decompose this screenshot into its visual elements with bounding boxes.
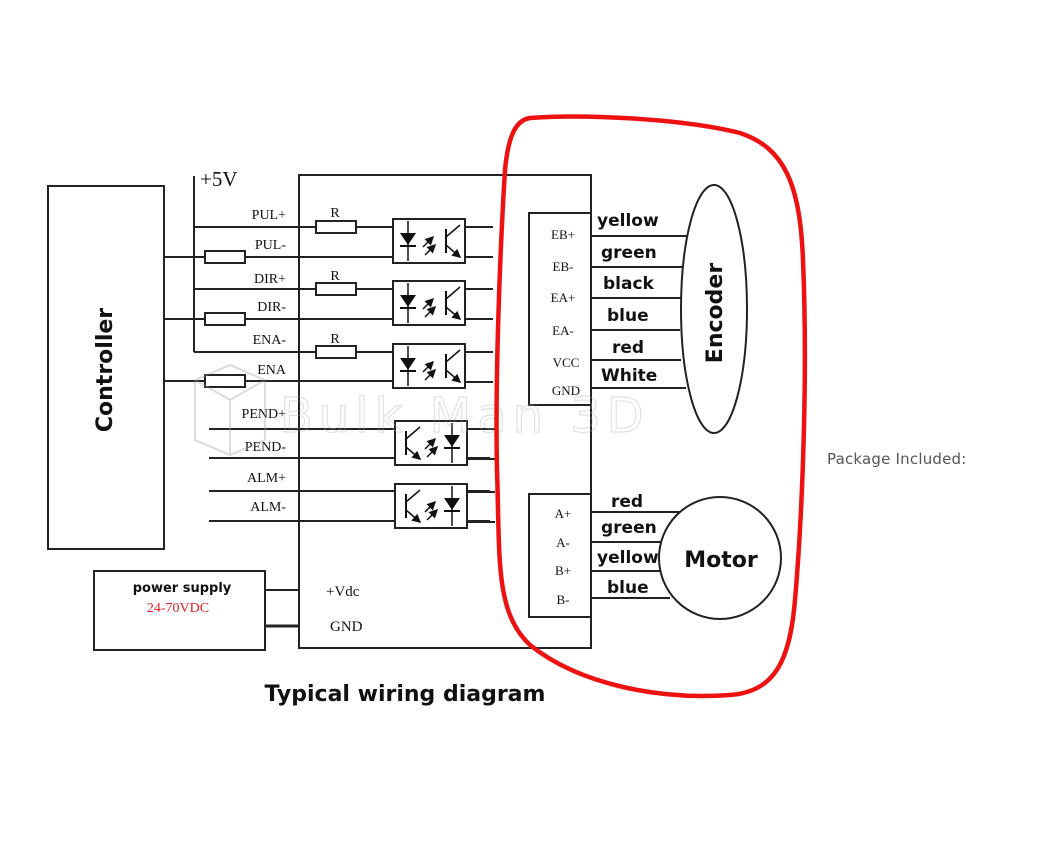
encoder-pin: VCC [553, 355, 580, 370]
encoder-pin: EB- [553, 259, 574, 274]
terminal-vdc: +Vdc [326, 584, 360, 600]
watermark-text: Bulk Man 3D [280, 388, 650, 444]
signal-label-alm-plus: ALM+ [247, 471, 286, 486]
signal-label-ena: ENA [257, 363, 287, 378]
resistor-label: R [330, 269, 340, 284]
power-supply-block: power supply 24-70VDC +Vdc GND [93, 570, 363, 651]
driver-block [298, 174, 592, 649]
motor-pin: B- [557, 592, 570, 607]
encoder-body [680, 184, 748, 434]
encoder-wire-color: red [612, 338, 644, 358]
package-included-label: Package Included: [827, 450, 967, 468]
signal-label-pul-plus: PUL+ [252, 208, 286, 223]
terminal-gnd: GND [330, 619, 363, 635]
motor-pin: A+ [555, 506, 572, 521]
encoder-wire-color: White [601, 366, 657, 386]
signal-label-pend-minus: PEND- [245, 440, 287, 455]
motor-pin: A- [556, 535, 570, 550]
resistor-label: R [330, 206, 340, 221]
encoder-wire-color: yellow [597, 211, 659, 231]
plus5v-rail: +5V [193, 167, 238, 352]
encoder-pin: EA- [552, 323, 574, 338]
motor-wire-color: green [601, 518, 657, 538]
motor-wire-color: yellow [597, 548, 659, 568]
encoder-pin: EA+ [551, 290, 576, 305]
resistor-label: R [330, 332, 340, 347]
optocoupler-icon [392, 280, 493, 326]
input-signals [164, 220, 398, 388]
watermark: Bulk Man 3D [194, 363, 650, 457]
motor-wire-color: blue [607, 578, 649, 598]
optocoupler-icon [392, 343, 493, 389]
diagram-title: Typical wiring diagram [265, 682, 546, 707]
optocoupler-outputs [394, 420, 495, 529]
encoder-connector: EB+ EB- EA+ EA- VCC GND yellow green bla… [528, 184, 748, 434]
encoder-wire-color: blue [607, 306, 649, 326]
encoder-pin: EB+ [551, 227, 575, 242]
encoder-label: Encoder [703, 263, 728, 364]
motor-label: Motor [684, 548, 758, 573]
encoder-pin: GND [552, 383, 580, 398]
optocoupler-icon [394, 420, 495, 466]
motor-connector: A+ A- B+ B- red green yellow blue Motor [528, 492, 782, 620]
optocoupler-icon [392, 218, 493, 264]
optocoupler-icon [394, 483, 495, 529]
encoder-wire-color: black [603, 274, 655, 294]
power-supply-rating: 24-70VDC [147, 601, 209, 616]
motor-wire-color: red [611, 492, 643, 512]
signal-label-pend-plus: PEND+ [242, 407, 287, 422]
signal-label-alm-minus: ALM- [250, 500, 286, 515]
encoder-wire-color: green [601, 243, 657, 263]
motor-body [658, 496, 782, 620]
signal-label-pul-minus: PUL- [255, 238, 286, 253]
controller-block: Controller [47, 185, 165, 550]
signal-label-dir-minus: DIR- [257, 300, 286, 315]
motor-pin: B+ [555, 563, 571, 578]
optocoupler-inputs [392, 218, 493, 389]
plus5v-label: +5V [200, 167, 238, 191]
signal-label-dir-plus: DIR+ [254, 272, 286, 287]
power-supply-label: power supply [133, 581, 232, 596]
signal-label-ena-minus: ENA- [253, 333, 287, 348]
highlight-outline [494, 114, 808, 699]
controller-label: Controller [93, 308, 118, 432]
